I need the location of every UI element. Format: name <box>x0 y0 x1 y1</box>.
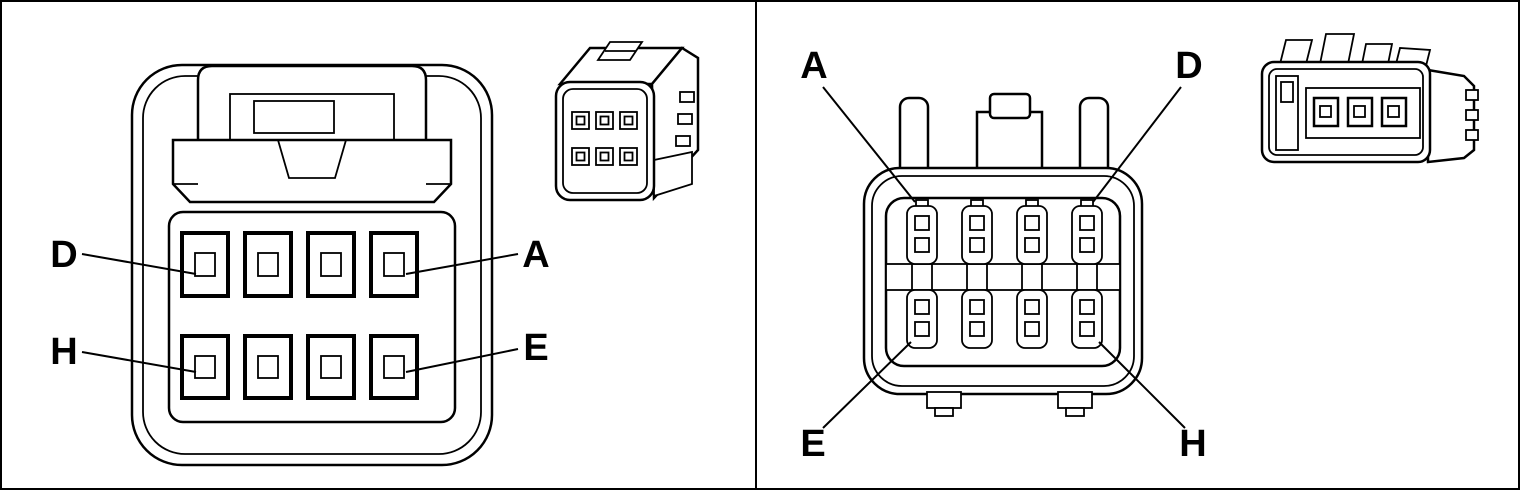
terminal-cavity-outline <box>167 210 457 424</box>
leader-line-e2 <box>822 341 912 429</box>
pin-callouts-left-panel: D A H E <box>50 234 549 373</box>
terminal-pin-a <box>369 231 419 298</box>
iso-side-step <box>653 150 693 198</box>
pin-label-a2: A <box>800 45 827 87</box>
leader-line-h2 <box>1098 341 1186 429</box>
terminal-pin-d <box>180 231 230 298</box>
mounting-post-left <box>898 96 930 180</box>
panel-divider <box>755 2 757 488</box>
iso2-body <box>1260 60 1432 164</box>
terminal-slot <box>906 199 938 265</box>
pin-label-h2: H <box>1179 423 1206 465</box>
terminal-pin-b <box>306 231 356 298</box>
connector-face-view-2 <box>862 92 1144 417</box>
iso2-pin-holes <box>1312 96 1408 128</box>
pin-label-d: D <box>50 234 77 276</box>
connector-isometric-view-1 <box>554 41 700 202</box>
terminal-slot-grid <box>906 199 1103 349</box>
iso2-terminal-band <box>1305 87 1421 139</box>
iso2-latch-strip <box>1275 75 1299 151</box>
terminal-slot <box>961 199 993 265</box>
connector-face-view-1 <box>130 63 494 467</box>
terminal-slot <box>906 289 938 349</box>
connector-panel-left: D A H E <box>2 2 755 488</box>
terminal-pin-f <box>306 334 356 400</box>
connector-body-inner-outline-2 <box>871 175 1135 387</box>
terminal-pin-g <box>243 334 293 400</box>
leader-line-a <box>405 253 519 275</box>
leader-line-d <box>81 253 197 275</box>
leader-line-d2 <box>1092 86 1182 203</box>
iso2-top-tab <box>1318 33 1356 65</box>
terminal-pin-h <box>180 334 230 400</box>
terminal-slot <box>1071 199 1103 265</box>
iso2-end-cap <box>1426 68 1476 164</box>
terminal-pin-c <box>243 231 293 298</box>
lock-band <box>171 138 453 204</box>
pin-label-e2: E <box>800 423 825 465</box>
leader-line-a2 <box>822 86 916 203</box>
mounting-feet <box>926 391 1093 417</box>
leader-line-e <box>405 348 519 373</box>
terminal-pin-e <box>369 334 419 400</box>
connector-isometric-view-2 <box>1260 33 1479 164</box>
pin-label-e: E <box>523 327 548 369</box>
latch-housing <box>196 64 428 144</box>
leader-line-h <box>81 351 197 373</box>
center-bar <box>885 263 1121 291</box>
pin-callouts-right-panel: A D E H <box>800 45 1206 465</box>
mounting-post-right <box>1078 96 1110 180</box>
connector-drawing-right: A D E H <box>800 33 1479 465</box>
terminal-slot <box>1071 289 1103 349</box>
pin-label-h: H <box>50 331 77 373</box>
connector-panel-right: A D E H <box>757 2 1518 488</box>
center-lock-tab <box>975 92 1044 176</box>
terminal-slot <box>961 289 993 349</box>
pin-label-a: A <box>522 234 549 276</box>
iso-front-face <box>554 80 656 202</box>
pin-label-d2: D <box>1175 45 1202 87</box>
connector-drawing-left: D A H E <box>50 41 700 467</box>
iso-pin-holes <box>571 111 638 166</box>
terminal-slot <box>1016 199 1048 265</box>
terminal-grid <box>180 231 419 400</box>
terminal-slot <box>1016 289 1048 349</box>
iso2-top-tab <box>1278 39 1314 65</box>
